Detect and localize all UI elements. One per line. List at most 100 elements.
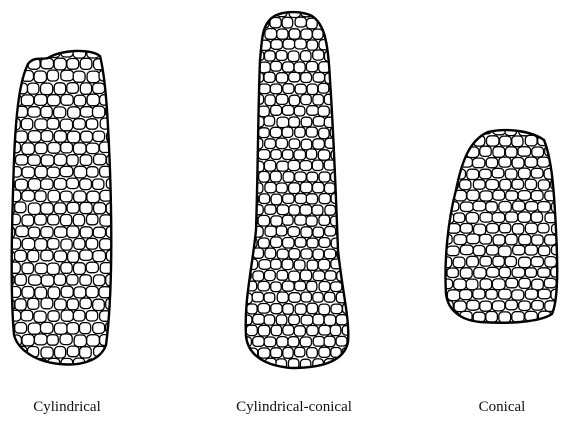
cylindrical-conical-kernel: [247, 304, 257, 314]
cylindrical-conical-kernel: [258, 325, 270, 336]
cylindrical-conical-kernel: [313, 73, 325, 83]
cylindrical-conical-kernel: [258, 215, 270, 226]
cylindrical-conical-kernel: [343, 150, 354, 160]
cylindrical-kernel: [93, 83, 105, 93]
cylindrical-kernel: [15, 179, 27, 190]
cylindrical-conical-kernel: [336, 182, 347, 192]
cylindrical-kernel: [74, 263, 86, 275]
cylindrical-conical-kernel: [258, 304, 270, 314]
cylindrical-kernel: [35, 239, 47, 251]
cylindrical-kernel: [15, 202, 26, 213]
cylindrical-conical-kernel: [319, 325, 331, 335]
cylindrical-kernel: [54, 251, 66, 262]
conical-kernel: [474, 268, 486, 279]
cylindrical-kernel: [9, 70, 22, 81]
conical-kernel: [486, 202, 498, 212]
conical-kernel: [557, 146, 567, 156]
cylindrical-conical-kernel: [277, 270, 288, 280]
cylindrical-kernel: [3, 346, 15, 357]
conical-kernel: [480, 301, 492, 311]
conical-kernel: [506, 278, 518, 288]
cylindrical-kernel: [86, 286, 98, 297]
cylindrical-conical-kernel: [330, 370, 341, 380]
conical-kernel: [441, 191, 453, 201]
cylindrical-kernel: [28, 131, 41, 143]
cylindrical-conical-kernel: [258, 150, 270, 160]
cylindrical-conical-kernel: [282, 127, 293, 137]
cylindrical-kernel: [34, 311, 46, 322]
cylindrical-conical-kernel: [271, 348, 282, 358]
cylindrical-conical-kernel: [259, 370, 271, 380]
cylindrical-conical-kernel: [349, 292, 361, 302]
cylindrical-kernel: [67, 59, 79, 70]
cylindrical-kernel: [113, 311, 124, 323]
cylindrical-conical-kernel: [300, 270, 311, 281]
cylindrical-conical-kernel: [348, 28, 359, 38]
cylindrical-kernel: [34, 71, 46, 83]
cylindrical-kernel: [48, 215, 59, 225]
cylindrical-kernel: [54, 323, 67, 334]
cylindrical-conical-kernel: [277, 292, 288, 303]
cylindrical-conical-kernel: [319, 194, 330, 204]
cylindrical-conical-kernel: [265, 51, 276, 61]
cylindrical-conical-kernel: [307, 303, 318, 314]
cylindrical-conical-kernel: [253, 271, 264, 281]
cylindrical-conical-kernel: [241, 51, 252, 61]
conical-caption: Conical: [479, 399, 526, 416]
conical-kernel: [487, 267, 499, 277]
cylindrical-kernel: [67, 346, 79, 357]
conical-kernel: [454, 301, 466, 312]
conical-kernel: [486, 180, 499, 190]
cylindrical-conical-kernel: [295, 304, 306, 315]
cylindrical-conical-kernel: [306, 149, 316, 159]
cylindrical-conical-kernel: [258, 238, 269, 248]
conical-kernel: [539, 246, 550, 256]
cylindrical-kernel: [28, 323, 40, 334]
cylindrical-conical-kernel: [331, 18, 342, 29]
cylindrical-kernel: [100, 239, 112, 250]
conical-kernel: [454, 279, 466, 290]
cylindrical-kernel: [54, 58, 66, 70]
cylindrical-kernel: [60, 191, 72, 202]
conical-kernel: [499, 157, 511, 167]
cylindrical-conical-kernel: [313, 182, 325, 192]
cylindrical-kernel: [41, 322, 54, 333]
conical-kernel: [473, 180, 485, 190]
cylindrical-conical-kernel: [264, 293, 275, 303]
conical-kernel: [525, 135, 537, 146]
conical-kernel: [434, 267, 446, 277]
cylindrical-conical-kernel: [336, 73, 347, 84]
cylindrical-kernel: [22, 359, 34, 371]
conical-kernel: [525, 179, 536, 189]
cylindrical-kernel: [9, 238, 21, 249]
cylindrical-conical-kernel: [258, 348, 270, 358]
conical-kernel: [486, 312, 498, 323]
cylindrical-conical-kernel: [235, 216, 245, 227]
cylindrical-conical-kernel: [277, 29, 288, 39]
cylindrical-kernel: [41, 203, 54, 215]
cylindrical-kernel: [21, 95, 33, 106]
cylindrical-kernel: [74, 335, 86, 347]
cylindrical-kernel: [22, 335, 34, 346]
cylindrical-conical-kernel: [349, 183, 360, 194]
cylindrical-conical-kernel: [240, 29, 250, 39]
cylindrical-kernel: [67, 299, 78, 310]
cylindrical-conical-kernel: [271, 325, 281, 335]
cylindrical-conical-kernel: [235, 84, 246, 94]
conical-kernel: [545, 323, 556, 333]
cylindrical-conical-kernel: [349, 337, 360, 347]
cylindrical-conical-kernel: [313, 95, 324, 106]
cylindrical-kernel: [41, 131, 53, 142]
cylindrical-conical-kernel: [295, 172, 307, 182]
cylindrical-kernel: [22, 263, 34, 274]
cylindrical-kernel: [87, 167, 99, 177]
conical-kernel: [441, 146, 454, 156]
conical-kernel: [557, 190, 567, 201]
cylindrical-kernel: [67, 323, 79, 334]
cylindrical-conical-kernel: [264, 116, 275, 126]
conical-kernel: [532, 322, 545, 332]
conical-kernel: [466, 213, 478, 224]
cylindrical-kernel: [54, 179, 66, 190]
cylindrical-conical-kernel: [276, 51, 287, 61]
conical-kernel: [525, 289, 537, 299]
